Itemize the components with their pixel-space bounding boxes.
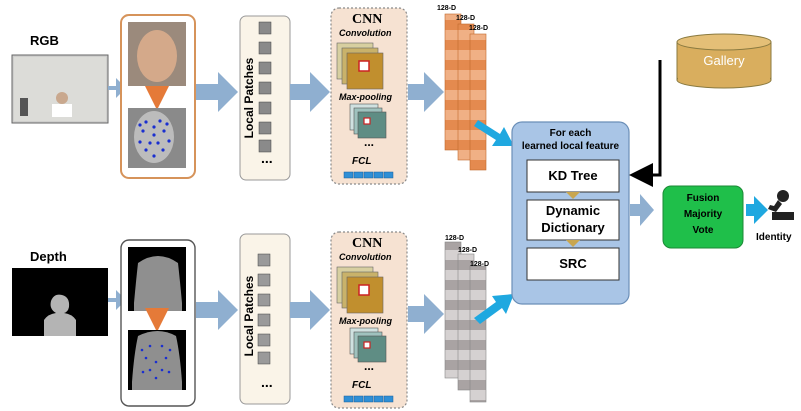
dynamic-dictionary-line1: Dynamic	[545, 203, 601, 218]
identity-label: Identity	[756, 232, 792, 243]
fusion-box	[662, 185, 744, 249]
rgb-cnn-box	[330, 7, 408, 185]
dynamic-dictionary-line2: Dictionary	[541, 220, 605, 235]
feature-dim-depth-1: 128-D	[445, 235, 465, 242]
arrow-patches-to-cnn-rgb	[290, 72, 330, 112]
arrow-gallery-to-matcher	[629, 60, 662, 187]
cnn-fcl-depth: FCL	[352, 380, 372, 391]
cnn-convolution-rgb: Convolution	[339, 28, 392, 38]
depth-feature-vectors	[444, 241, 487, 403]
rgb-feature-vectors	[444, 13, 487, 171]
fusion-line1: Fusion	[686, 193, 720, 204]
arrow-fusion-to-identity	[746, 196, 768, 224]
arrow-face-to-patches-depth	[196, 290, 238, 330]
arrow-rgb-to-face	[108, 78, 126, 98]
cnn-fcl-rgb: FCL	[352, 156, 372, 167]
matcher-title-line1: For each	[549, 128, 592, 139]
gallery-label: Gallery	[703, 53, 745, 68]
arrow-face-to-patches-rgb	[196, 72, 238, 112]
depth-patches-panel	[239, 233, 291, 405]
depth-input-image	[12, 268, 108, 336]
depth-cnn-box	[330, 231, 408, 409]
cnn-title-rgb: CNN	[352, 12, 383, 27]
fusion-line3: Vote	[692, 225, 714, 236]
feature-dim-rgb-2: 128-D	[456, 15, 476, 22]
patches-label-depth: Local Patches	[242, 275, 256, 357]
patches-ellipsis-rgb: ...	[261, 150, 273, 166]
cnn-dots-rgb: ...	[364, 135, 375, 149]
arrow-rgb-features-to-matcher	[474, 120, 514, 146]
feature-dim-rgb-3: 128-D	[469, 25, 489, 32]
patches-ellipsis-depth: ...	[261, 374, 273, 390]
gallery-database	[676, 33, 772, 89]
src-label: SRC	[559, 256, 587, 271]
matcher-box	[511, 121, 630, 305]
rgb-input-image	[11, 54, 109, 124]
feature-dim-depth-2: 128-D	[458, 247, 478, 254]
patches-label-rgb: Local Patches	[242, 57, 256, 139]
arrow-cnn-to-features-depth	[408, 294, 444, 334]
depth-face-panel	[120, 239, 196, 407]
matcher-title-line2: learned local feature	[521, 141, 620, 152]
cnn-maxpool-depth: Max-pooling	[339, 316, 392, 326]
arrow-depth-to-face	[108, 290, 126, 310]
arrow-depth-features-to-matcher	[474, 294, 514, 324]
feature-dim-depth-3: 128-D	[470, 261, 490, 268]
arrow-cnn-to-features-rgb	[408, 72, 444, 112]
arrow-matcher-to-fusion	[630, 194, 654, 226]
fusion-line2: Majority	[683, 209, 723, 220]
feature-dim-rgb-1: 128-D	[437, 5, 457, 12]
rgb-face-panel	[120, 14, 196, 179]
cnn-convolution-depth: Convolution	[339, 252, 392, 262]
arrow-patches-to-cnn-depth	[290, 290, 330, 330]
depth-label: Depth	[30, 249, 67, 264]
cnn-dots-depth: ...	[364, 359, 375, 373]
rgb-label: RGB	[30, 33, 59, 48]
rgb-patches-panel	[239, 15, 291, 181]
kd-tree-label: KD Tree	[548, 168, 598, 183]
identity-icon	[768, 190, 794, 220]
cnn-title-depth: CNN	[352, 236, 383, 251]
cnn-maxpool-rgb: Max-pooling	[339, 92, 392, 102]
